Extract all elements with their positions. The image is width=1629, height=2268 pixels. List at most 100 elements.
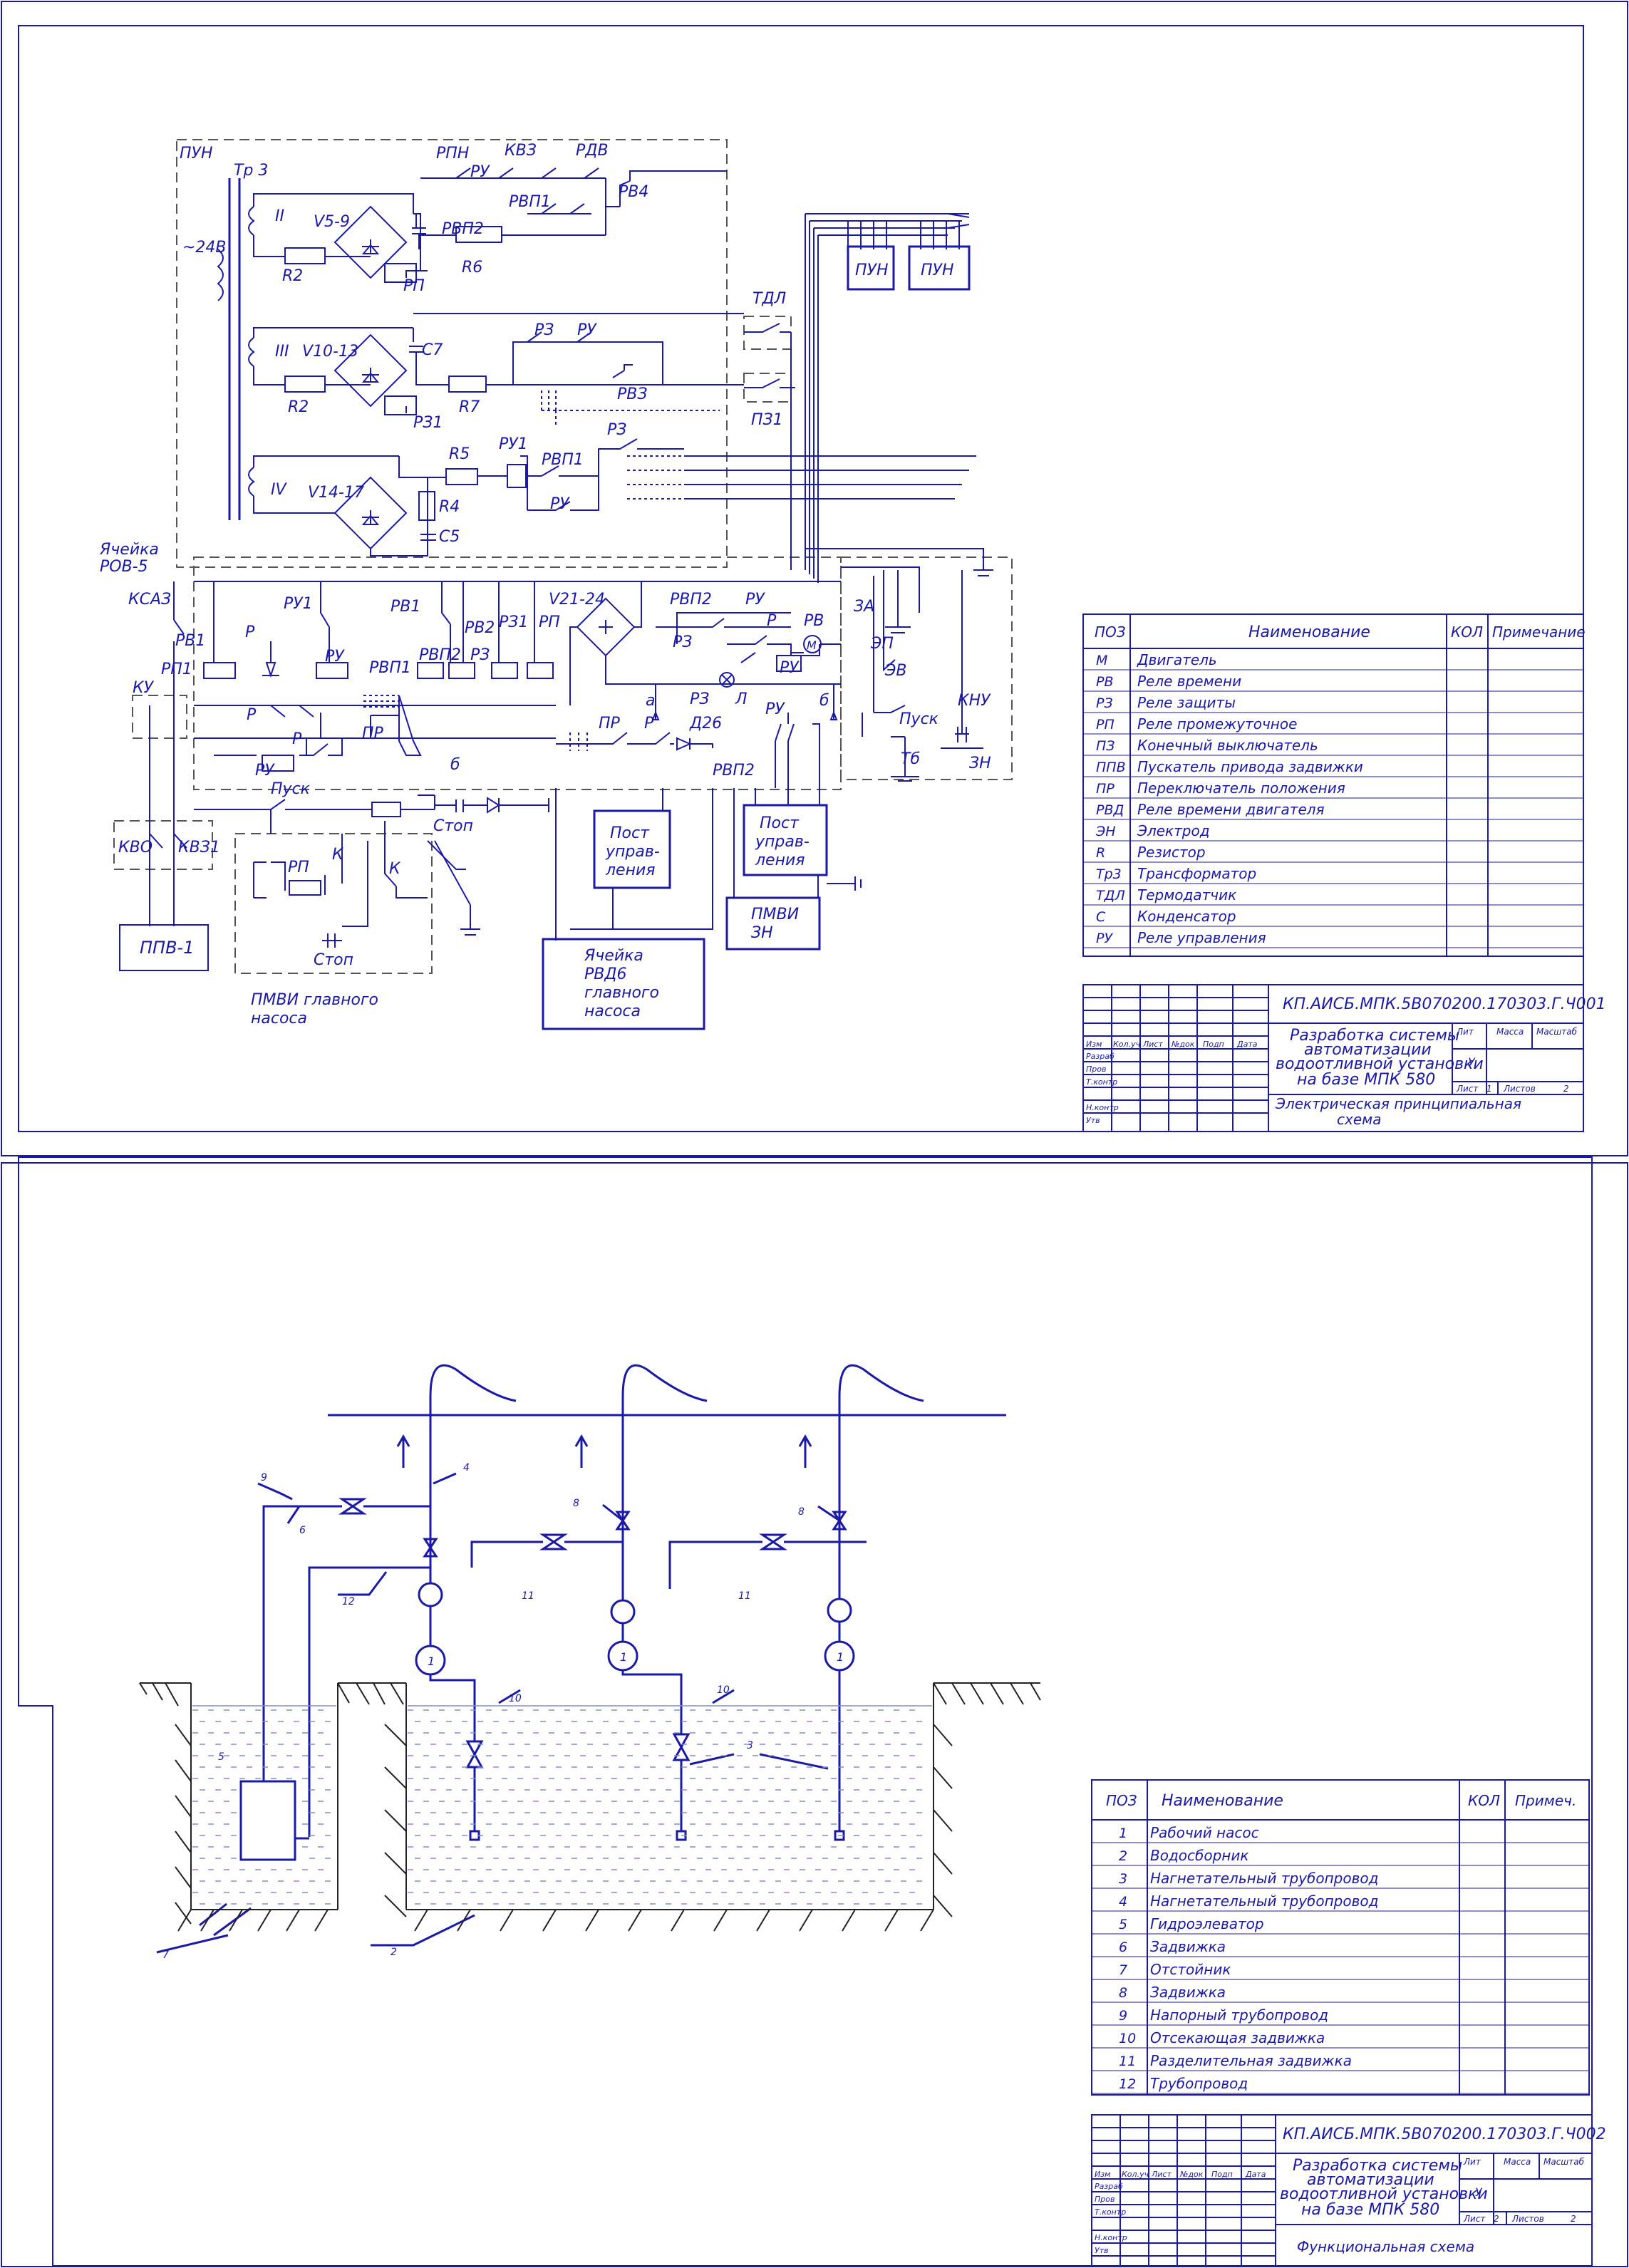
- channel-iii: [253, 313, 744, 428]
- valve-riser-1: [423, 1538, 438, 1558]
- tb2-list-num: 2: [1494, 2214, 1499, 2224]
- spec1-header-note: Примечание: [1492, 623, 1586, 641]
- pmvi-zn1-label: ПМВИ: [751, 906, 799, 923]
- tb1-project-4: на базе МПК 580: [1297, 1071, 1435, 1089]
- zn-label: ЗН: [969, 755, 991, 772]
- tb-role-0: Изм: [1086, 1040, 1102, 1049]
- rvp1-a-label: РВП1: [509, 193, 551, 211]
- spec-row-5-name: Задвижка: [1150, 1938, 1226, 1955]
- pump1-pipe-wave: [429, 1364, 517, 1568]
- ru-g-label: РУ: [780, 659, 800, 677]
- za-label: ЗА: [854, 598, 874, 616]
- sensor-lines: [790, 332, 795, 570]
- tr3-label: Тр 3: [234, 162, 268, 180]
- v1417-label: V14-17: [308, 484, 364, 502]
- tb-person-4: Н.контр: [1095, 2233, 1127, 2242]
- tb2-scale: Масштаб: [1543, 2157, 1585, 2167]
- pun-box-1-label: ПУН: [855, 262, 889, 279]
- tb2-list: Лист: [1463, 2214, 1486, 2224]
- post1a-label: Пост: [610, 824, 650, 842]
- tb-role-1: Кол.уч: [1122, 2170, 1149, 2179]
- tb2-project-1: Разработка системы: [1293, 2157, 1462, 2175]
- channel-ii: [253, 167, 727, 283]
- spec-row-4-pos: ПЗ: [1096, 738, 1115, 754]
- k-a-label: К: [332, 846, 344, 864]
- winding-2-label: II: [275, 207, 284, 225]
- tb1-sheet-name-2: схема: [1337, 1111, 1381, 1128]
- tb-person-2: Т.контр: [1095, 2207, 1126, 2217]
- r-c-label: Р: [292, 730, 302, 748]
- c5-label: C5: [439, 528, 460, 546]
- b-mark-label: б: [819, 692, 829, 710]
- r2b-label: R2: [288, 398, 309, 416]
- pr-a-label: ПР: [362, 725, 384, 742]
- pmvi-main-enclosure: [234, 833, 433, 974]
- valve-10a: [465, 1740, 484, 1769]
- spec-row-13-pos: РУ: [1096, 931, 1113, 946]
- spec-row-6-pos: ПР: [1096, 781, 1115, 797]
- pz1-label: ПЗ1: [751, 411, 783, 429]
- cell-rov2-label: РОВ-5: [100, 558, 148, 576]
- label-2: 2: [391, 1947, 397, 1958]
- flow-arrow-2: [574, 1434, 589, 1468]
- spec1-header-pos: ПОЗ: [1095, 623, 1126, 641]
- tb1-project-1: Разработка системы: [1290, 1027, 1459, 1045]
- spec-row-3-name: Нагнетательный трубопровод: [1150, 1892, 1378, 1910]
- tb1-project-3: водоотливной установки: [1276, 1055, 1484, 1073]
- tb1-code: КП.АИСБ.МПК.5В070200.170303.Г.Ч001: [1283, 995, 1606, 1013]
- r-a-label: Р: [245, 623, 255, 641]
- r5-label: R5: [449, 445, 470, 463]
- stop-a-label: Стоп: [433, 817, 473, 835]
- r6-label: R6: [462, 259, 482, 276]
- pump-3b-label: 1: [837, 1650, 844, 1664]
- spec-row-12-pos: С: [1096, 909, 1106, 925]
- pump-connections: [429, 1529, 841, 1646]
- label-3: 3: [747, 1740, 753, 1751]
- pipeline-12: [308, 1566, 430, 1837]
- tb-role-3: №док: [1179, 2170, 1204, 2179]
- tb-role-1: Кол.уч: [1113, 1040, 1141, 1049]
- spec-row-13-name: Реле управления: [1137, 929, 1266, 946]
- rdv-label: РДВ: [576, 142, 609, 160]
- flow-arrow-1: [396, 1434, 410, 1468]
- spec-row-8-pos: 9: [1119, 2008, 1127, 2024]
- motor-m-label: М: [807, 638, 817, 652]
- tb-person-2: Т.контр: [1086, 1077, 1117, 1087]
- post2c-label: ления: [755, 851, 805, 869]
- pressure-pipeline-9: [262, 1505, 430, 1781]
- tb1-scale: Масштаб: [1536, 1027, 1578, 1037]
- tb2-lists-num: 2: [1571, 2214, 1576, 2224]
- tb-role-4: Подп: [1203, 1040, 1224, 1049]
- tb1-lit-value: У: [1468, 1055, 1476, 1069]
- rv2-label: РВ2: [465, 619, 495, 637]
- spec-row-11-pos: ТДЛ: [1096, 888, 1125, 903]
- spec-row-0-name: Рабочий насос: [1150, 1824, 1259, 1841]
- pr-b-label: ПР: [599, 715, 621, 732]
- spec-row-5-pos: ППВ: [1096, 760, 1126, 775]
- ev-label: ЭВ: [884, 662, 906, 680]
- lamp-label: Л: [735, 690, 748, 708]
- pump3-pipe-wave: [838, 1364, 924, 1568]
- label-7: 7: [162, 1949, 169, 1961]
- rv3-label: РВЗ: [617, 385, 647, 403]
- r7-label: R7: [459, 398, 480, 416]
- sheet2-outer-frame: [1, 1162, 1628, 2267]
- rvd1-label: Ячейка: [584, 947, 643, 965]
- post1b-label: управ-: [605, 843, 660, 861]
- ku-label: КУ: [133, 679, 155, 697]
- rv1-b-label: РВ1: [391, 598, 420, 616]
- kvz1-label: КВЗ1: [178, 839, 220, 856]
- spec-row-1-pos: РВ: [1096, 674, 1114, 690]
- spec1-header-name: Наименование: [1248, 623, 1370, 641]
- kvo-box: [113, 820, 213, 870]
- spec-row-2-pos: 3: [1119, 1871, 1127, 1887]
- c7-label: C7: [422, 341, 443, 359]
- spec-row-1-name: Водосборник: [1150, 1847, 1248, 1864]
- knu-label: КНУ: [958, 692, 991, 710]
- tdl-contact: [744, 323, 791, 333]
- sump-and-collector: [139, 1682, 1041, 1932]
- pz1-box: [743, 373, 792, 403]
- rpn-label: РПН: [436, 145, 469, 162]
- spec-row-8-name: Электрод: [1137, 822, 1210, 839]
